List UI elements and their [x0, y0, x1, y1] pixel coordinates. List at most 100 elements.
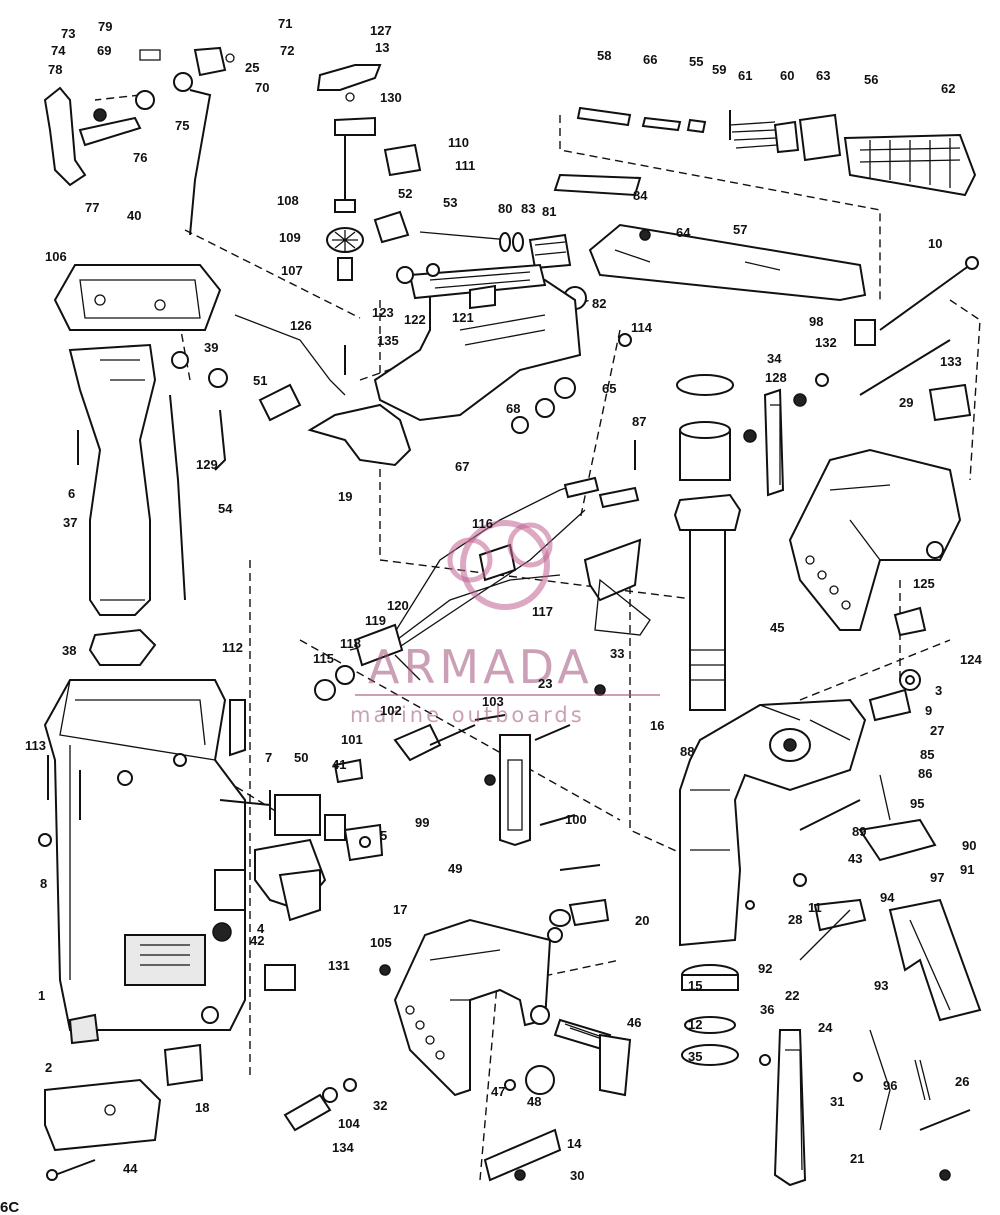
part-callout-22: 22 [785, 988, 799, 1003]
part-callout-133: 133 [940, 354, 962, 369]
part-callout-129: 129 [196, 457, 218, 472]
part-callout-66: 66 [643, 52, 657, 67]
figure-code: 6C [0, 1199, 19, 1215]
part-callout-43: 43 [848, 851, 862, 866]
lower-left-parts [44, 628, 246, 1181]
part-callout-4: 4 [257, 921, 265, 936]
part-callout-105: 105 [370, 935, 392, 950]
part-callout-82: 82 [592, 296, 606, 311]
part-callout-51: 51 [253, 373, 267, 388]
part-callout-94: 94 [880, 890, 895, 905]
part-callout-65: 65 [602, 381, 616, 396]
part-callout-130: 130 [380, 90, 402, 105]
part-callout-85: 85 [920, 747, 934, 762]
part-callout-116: 116 [472, 516, 493, 531]
part-callout-77: 77 [85, 200, 99, 215]
part-callout-98: 98 [809, 314, 823, 329]
part-callout-107: 107 [281, 263, 303, 278]
part-callout-90: 90 [962, 838, 976, 853]
wiring-harness [314, 476, 651, 701]
part-callout-117: 117 [532, 604, 553, 619]
part-callout-46: 46 [627, 1015, 641, 1030]
part-callout-14: 14 [567, 1136, 582, 1151]
part-callout-34: 34 [767, 351, 782, 366]
part-callout-92: 92 [758, 961, 772, 976]
part-callout-19: 19 [338, 489, 352, 504]
part-callout-72: 72 [280, 43, 294, 58]
part-callout-106: 106 [45, 249, 67, 264]
armada-watermark: ARMADA marine outboards [350, 520, 660, 727]
part-callout-8: 8 [40, 876, 47, 891]
part-callout-47: 47 [491, 1084, 505, 1099]
part-callout-12: 12 [688, 1017, 702, 1032]
part-callout-79: 79 [98, 19, 112, 34]
part-callout-123: 123 [372, 305, 394, 320]
part-callout-80: 80 [498, 201, 512, 216]
part-callout-109: 109 [279, 230, 301, 245]
part-callout-13: 13 [375, 40, 389, 55]
part-callout-93: 93 [874, 978, 888, 993]
steering-bracket [307, 263, 582, 467]
exhaust-housing [53, 264, 222, 616]
part-callout-48: 48 [527, 1094, 541, 1109]
part-callout-41: 41 [332, 757, 346, 772]
part-callout-10: 10 [928, 236, 942, 251]
part-callout-131: 131 [328, 958, 350, 973]
part-callout-96: 96 [883, 1078, 897, 1093]
part-callout-132: 132 [815, 335, 837, 350]
part-callout-33: 33 [610, 646, 624, 661]
watermark-brand: ARMADA [368, 640, 593, 694]
part-callout-28: 28 [788, 912, 802, 927]
shift-lever-assembly [43, 46, 227, 187]
part-callout-104: 104 [338, 1116, 360, 1131]
part-callout-62: 62 [941, 81, 955, 96]
part-callout-69: 69 [97, 43, 111, 58]
part-callout-127: 127 [370, 23, 392, 38]
part-callout-122: 122 [404, 312, 426, 327]
part-callout-121: 121 [452, 310, 474, 325]
part-callout-134: 134 [332, 1140, 354, 1155]
part-callout-128: 128 [765, 370, 787, 385]
part-callout-11: 11 [808, 900, 822, 915]
part-callout-3: 3 [935, 683, 942, 698]
part-callout-35: 35 [688, 1049, 702, 1064]
part-callout-84: 84 [633, 188, 648, 203]
part-callout-75: 75 [175, 118, 189, 133]
part-callout-124: 124 [960, 652, 982, 667]
part-callout-76: 76 [133, 150, 147, 165]
part-callout-113: 113 [25, 738, 46, 753]
shift-rods [169, 89, 731, 601]
part-callout-23: 23 [538, 676, 552, 691]
part-callout-119: 119 [365, 613, 386, 628]
part-callout-56: 56 [864, 72, 878, 87]
watermark-tagline: marine outboards [350, 703, 585, 727]
part-callout-50: 50 [294, 750, 308, 765]
part-callout-59: 59 [712, 62, 726, 77]
part-callout-25: 25 [245, 60, 259, 75]
part-callout-53: 53 [443, 195, 457, 210]
part-callout-64: 64 [676, 225, 691, 240]
part-callout-44: 44 [123, 1161, 138, 1176]
part-callout-17: 17 [393, 902, 407, 917]
part-callout-110: 110 [448, 135, 469, 150]
part-callout-100: 100 [565, 812, 587, 827]
part-callout-27: 27 [930, 723, 944, 738]
part-callout-118: 118 [340, 636, 361, 651]
part-callout-89: 89 [852, 824, 866, 839]
part-callout-37: 37 [63, 515, 77, 530]
part-callout-108: 108 [277, 193, 299, 208]
part-callout-125: 125 [913, 576, 935, 591]
part-callout-1: 1 [38, 988, 45, 1003]
part-callout-52: 52 [398, 186, 412, 201]
part-callout-91: 91 [960, 862, 974, 877]
part-callout-95: 95 [910, 796, 924, 811]
part-callout-7: 7 [265, 750, 272, 765]
part-callout-114: 114 [631, 320, 653, 335]
clamp-bracket-left [393, 918, 552, 1097]
part-callout-67: 67 [455, 459, 469, 474]
part-callout-70: 70 [255, 80, 269, 95]
part-callout-40: 40 [127, 208, 141, 223]
part-callout-111: 111 [455, 158, 475, 173]
part-callout-61: 61 [738, 68, 752, 83]
